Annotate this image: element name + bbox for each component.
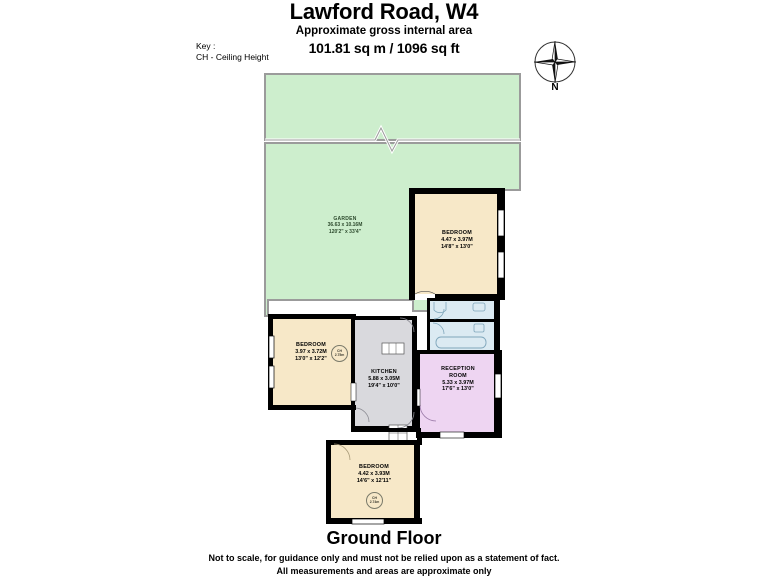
reception-name: RECEPTION xyxy=(441,366,475,372)
room-reception xyxy=(416,350,502,439)
bedroom-south-imperial: 14'6" x 12'11" xyxy=(356,477,392,484)
compass-rose-icon xyxy=(533,40,577,84)
ceiling-height-marker-bedroom-south: CH 2.74m xyxy=(366,492,383,509)
bedroom-west-metric: 3.97 x 3.72M xyxy=(295,348,327,355)
bedroom-northeast-metric: 4.47 x 3.97M xyxy=(441,236,473,243)
room-label-bedroom-west: BEDROOM 3.97 x 3.72M 13'0" x 12'2" xyxy=(278,342,344,362)
reception-name-line2: ROOM xyxy=(449,372,467,379)
page-title: Lawford Road, W4 xyxy=(289,0,479,24)
bedroom-northeast-name: BEDROOM xyxy=(442,230,472,236)
room-bathroom xyxy=(427,322,500,354)
ch-label-south: CH xyxy=(372,495,377,500)
reception-metric: 5.33 x 3.97M xyxy=(442,379,474,386)
garden-imperial: 120'2" x 33'4" xyxy=(328,228,362,235)
kitchen-name: KITCHEN xyxy=(371,369,397,375)
ch-value-south: 2.74m xyxy=(369,499,380,504)
area-subtitle: Approximate gross internal area xyxy=(295,25,473,37)
compass-rose: N xyxy=(531,38,579,98)
plan-break-line xyxy=(265,124,520,155)
hallway-walls xyxy=(351,428,422,442)
kitchen-metric: 5.88 x 3.05M xyxy=(368,375,400,382)
key-legend: Key : CH - Ceiling Height xyxy=(196,41,269,63)
bedroom-west-name: BEDROOM xyxy=(296,342,326,348)
room-label-garden: GARDEN 36.63 x 10.16M 120'2" x 33'4" xyxy=(312,216,378,235)
room-bedroom-northeast xyxy=(409,188,505,300)
room-bedroom-west xyxy=(268,314,357,410)
garden-metric: 36.63 x 10.16M xyxy=(327,222,363,229)
reception-imperial: 17'6" x 13'0" xyxy=(442,386,474,393)
key-entry-ceiling-height: CH - Ceiling Height xyxy=(196,52,269,62)
kitchen-imperial: 19'4" x 10'0" xyxy=(368,382,400,389)
compass-north-label: N xyxy=(551,82,559,93)
ch-label-west: CH xyxy=(337,348,342,353)
ch-value-west: 2.75m xyxy=(334,352,345,357)
disclaimer-line-1: Not to scale, for guidance only and must… xyxy=(208,553,560,563)
bedroom-west-imperial: 13'0" x 12'2" xyxy=(295,355,327,362)
floor-label: Ground Floor xyxy=(326,528,442,548)
ceiling-height-marker-bedroom-west: CH 2.75m xyxy=(331,345,348,362)
room-label-reception: RECEPTION ROOM 5.33 x 3.97M 17'6" x 13'0… xyxy=(425,366,491,393)
garden-name: GARDEN xyxy=(333,216,357,222)
bedroom-south-metric: 4.42 x 3.93M xyxy=(358,470,390,477)
room-label-kitchen: KITCHEN 5.88 x 3.05M 19'4" x 10'0" xyxy=(351,369,417,389)
bedroom-northeast-imperial: 14'8" x 13'0" xyxy=(441,243,473,250)
room-label-bedroom-south: BEDROOM 4.42 x 3.93M 14'6" x 12'11" xyxy=(341,464,407,484)
room-label-bedroom-northeast: BEDROOM 4.47 x 3.97M 14'8" x 13'0" xyxy=(424,230,490,250)
disclaimer-line-2: All measurements and areas are approxima… xyxy=(276,566,492,576)
key-heading: Key : xyxy=(196,41,216,51)
room-wc xyxy=(427,298,500,322)
room-kitchen xyxy=(351,316,417,442)
bedroom-south-name: BEDROOM xyxy=(359,464,389,470)
gross-internal-area: 101.81 sq m / 1096 sq ft xyxy=(308,40,460,56)
garden-upper-section xyxy=(264,73,521,141)
